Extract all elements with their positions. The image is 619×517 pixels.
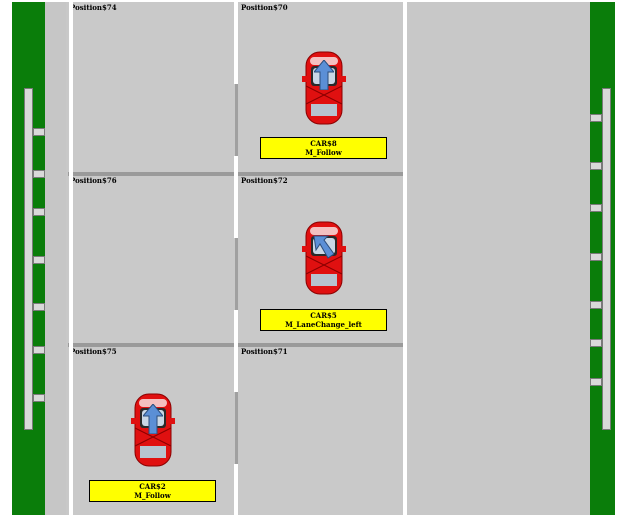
grid-cell[interactable]: Position$76 bbox=[68, 175, 236, 343]
left-marker bbox=[33, 170, 45, 178]
left-shoulder bbox=[45, 2, 66, 515]
right-marker bbox=[590, 162, 602, 170]
right-marker bbox=[590, 204, 602, 212]
lane-line-center bbox=[234, 464, 238, 515]
left-marker bbox=[33, 208, 45, 216]
cell-label: Position$70 bbox=[241, 3, 288, 12]
grid-cell[interactable]: Position$71 bbox=[239, 346, 407, 515]
right-marker bbox=[590, 253, 602, 261]
right-roadside-rail bbox=[602, 88, 611, 430]
cell-label: Position$76 bbox=[70, 176, 117, 185]
lane-line-center bbox=[235, 84, 238, 156]
lane-line-left bbox=[69, 2, 73, 515]
car-mode: M_Follow bbox=[261, 148, 386, 157]
lane-line-center bbox=[234, 2, 238, 84]
cell-divider bbox=[68, 172, 408, 176]
lane-line-center bbox=[235, 238, 238, 310]
lane-line-center bbox=[234, 310, 238, 392]
direction-arrow-icon bbox=[312, 232, 334, 262]
lane-line-center bbox=[235, 392, 238, 464]
left-marker bbox=[33, 256, 45, 264]
right-marker bbox=[590, 301, 602, 309]
car-id: CAR$8 bbox=[261, 139, 386, 148]
car-id: CAR$2 bbox=[90, 482, 215, 491]
left-marker bbox=[33, 303, 45, 311]
right-shoulder bbox=[407, 2, 590, 515]
car-info-box: CAR$5 M_LaneChange_left bbox=[260, 309, 387, 331]
right-marker bbox=[590, 114, 602, 122]
right-marker bbox=[590, 378, 602, 386]
right-marker bbox=[590, 339, 602, 347]
car-info-box: CAR$2 M_Follow bbox=[89, 480, 216, 502]
car-mode: M_Follow bbox=[90, 491, 215, 500]
car-info-box: CAR$8 M_Follow bbox=[260, 137, 387, 159]
cell-label: Position$74 bbox=[70, 3, 117, 12]
direction-arrow-icon bbox=[314, 60, 334, 90]
lane-line-center bbox=[234, 156, 238, 238]
left-marker bbox=[33, 346, 45, 354]
left-marker bbox=[33, 394, 45, 402]
cell-label: Position$72 bbox=[241, 176, 288, 185]
cell-divider bbox=[68, 343, 408, 347]
left-marker bbox=[33, 128, 45, 136]
left-roadside-rail bbox=[24, 88, 33, 430]
direction-arrow-icon bbox=[143, 404, 163, 434]
grid-cell[interactable]: Position$74 bbox=[68, 2, 236, 172]
cell-label: Position$71 bbox=[241, 347, 288, 356]
car-mode: M_LaneChange_left bbox=[261, 320, 386, 329]
cell-label: Position$75 bbox=[70, 347, 117, 356]
car-id: CAR$5 bbox=[261, 311, 386, 320]
